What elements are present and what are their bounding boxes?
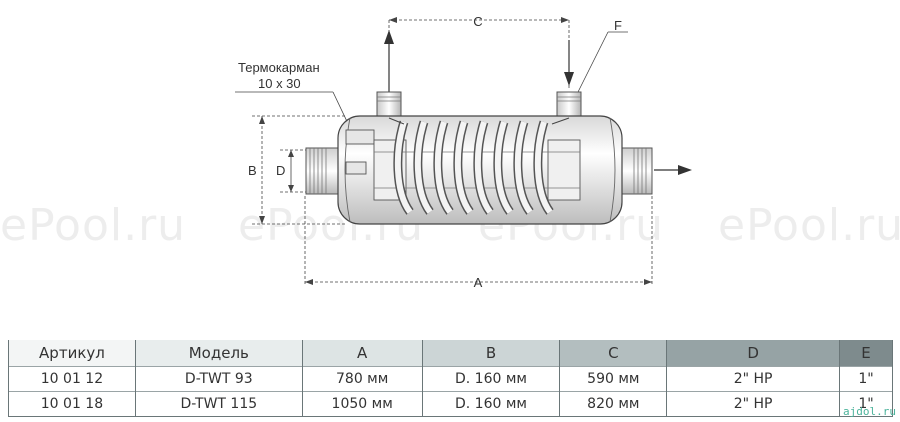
left-fitting (305, 147, 339, 195)
header-cell-b: B (421, 340, 560, 367)
table-cell: 2" HP (666, 366, 840, 392)
dim-label-c: C (473, 14, 482, 29)
table-cell: 10 01 18 (8, 391, 136, 417)
thermo-pocket-label: Термокарман (238, 60, 320, 75)
table-cell: 1" (839, 366, 893, 392)
thermo-pocket-size: 10 x 30 (258, 76, 301, 91)
dim-label-b: B (248, 163, 257, 178)
header-cell-article: Артикул (8, 340, 136, 367)
table-cell: 1" (839, 391, 893, 417)
table-cell: D-TWT 115 (134, 391, 303, 417)
table-cell: 780 мм (301, 366, 423, 392)
inlet-arrow-down (564, 40, 574, 86)
spec-table: Артикул Модель A B C D E 10 01 12 D-TWT … (8, 340, 893, 417)
table-cell: D-TWT 93 (134, 366, 303, 392)
table-row: 10 01 12 D-TWT 93 780 мм D. 160 мм 590 м… (8, 366, 893, 392)
dim-label-a: A (474, 275, 483, 290)
watermark-4: ePool.ru (718, 200, 900, 251)
pool-outlet-arrow (654, 165, 692, 175)
dim-label-d: D (276, 163, 285, 178)
table-cell: 820 мм (559, 391, 667, 417)
table-cell: 10 01 12 (8, 366, 136, 392)
header-cell-a: A (301, 340, 423, 367)
site-logo: ajdol.ru (843, 405, 896, 418)
top-nozzle-inlet (556, 91, 582, 119)
table-row: 10 01 18 D-TWT 115 1050 мм D. 160 мм 820… (8, 391, 893, 417)
dim-label-f: F (614, 18, 622, 33)
thermo-pocket-leader (235, 91, 353, 133)
heat-exchange-coil (388, 117, 570, 215)
table-cell: 1050 мм (301, 391, 423, 417)
table-cell: 2" HP (666, 391, 840, 417)
dimension-f-leader (573, 31, 628, 101)
outlet-arrow-up (384, 30, 394, 92)
table-header-row: Артикул Модель A B C D E (8, 340, 893, 367)
header-cell-e: E (839, 340, 893, 367)
watermark-1: ePool.ru (0, 200, 187, 251)
dimension-b (252, 115, 345, 225)
right-fitting (619, 147, 653, 195)
header-cell-c: C (559, 340, 667, 367)
heat-exchanger-drawing: C F B D A (235, 14, 692, 290)
table-cell: D. 160 мм (421, 366, 560, 392)
top-nozzle-outlet (376, 91, 402, 119)
header-cell-model: Модель (134, 340, 303, 367)
table-cell: D. 160 мм (421, 391, 560, 417)
header-cell-d: D (666, 340, 840, 367)
dimension-a (304, 196, 653, 286)
table-cell: 590 мм (559, 366, 667, 392)
